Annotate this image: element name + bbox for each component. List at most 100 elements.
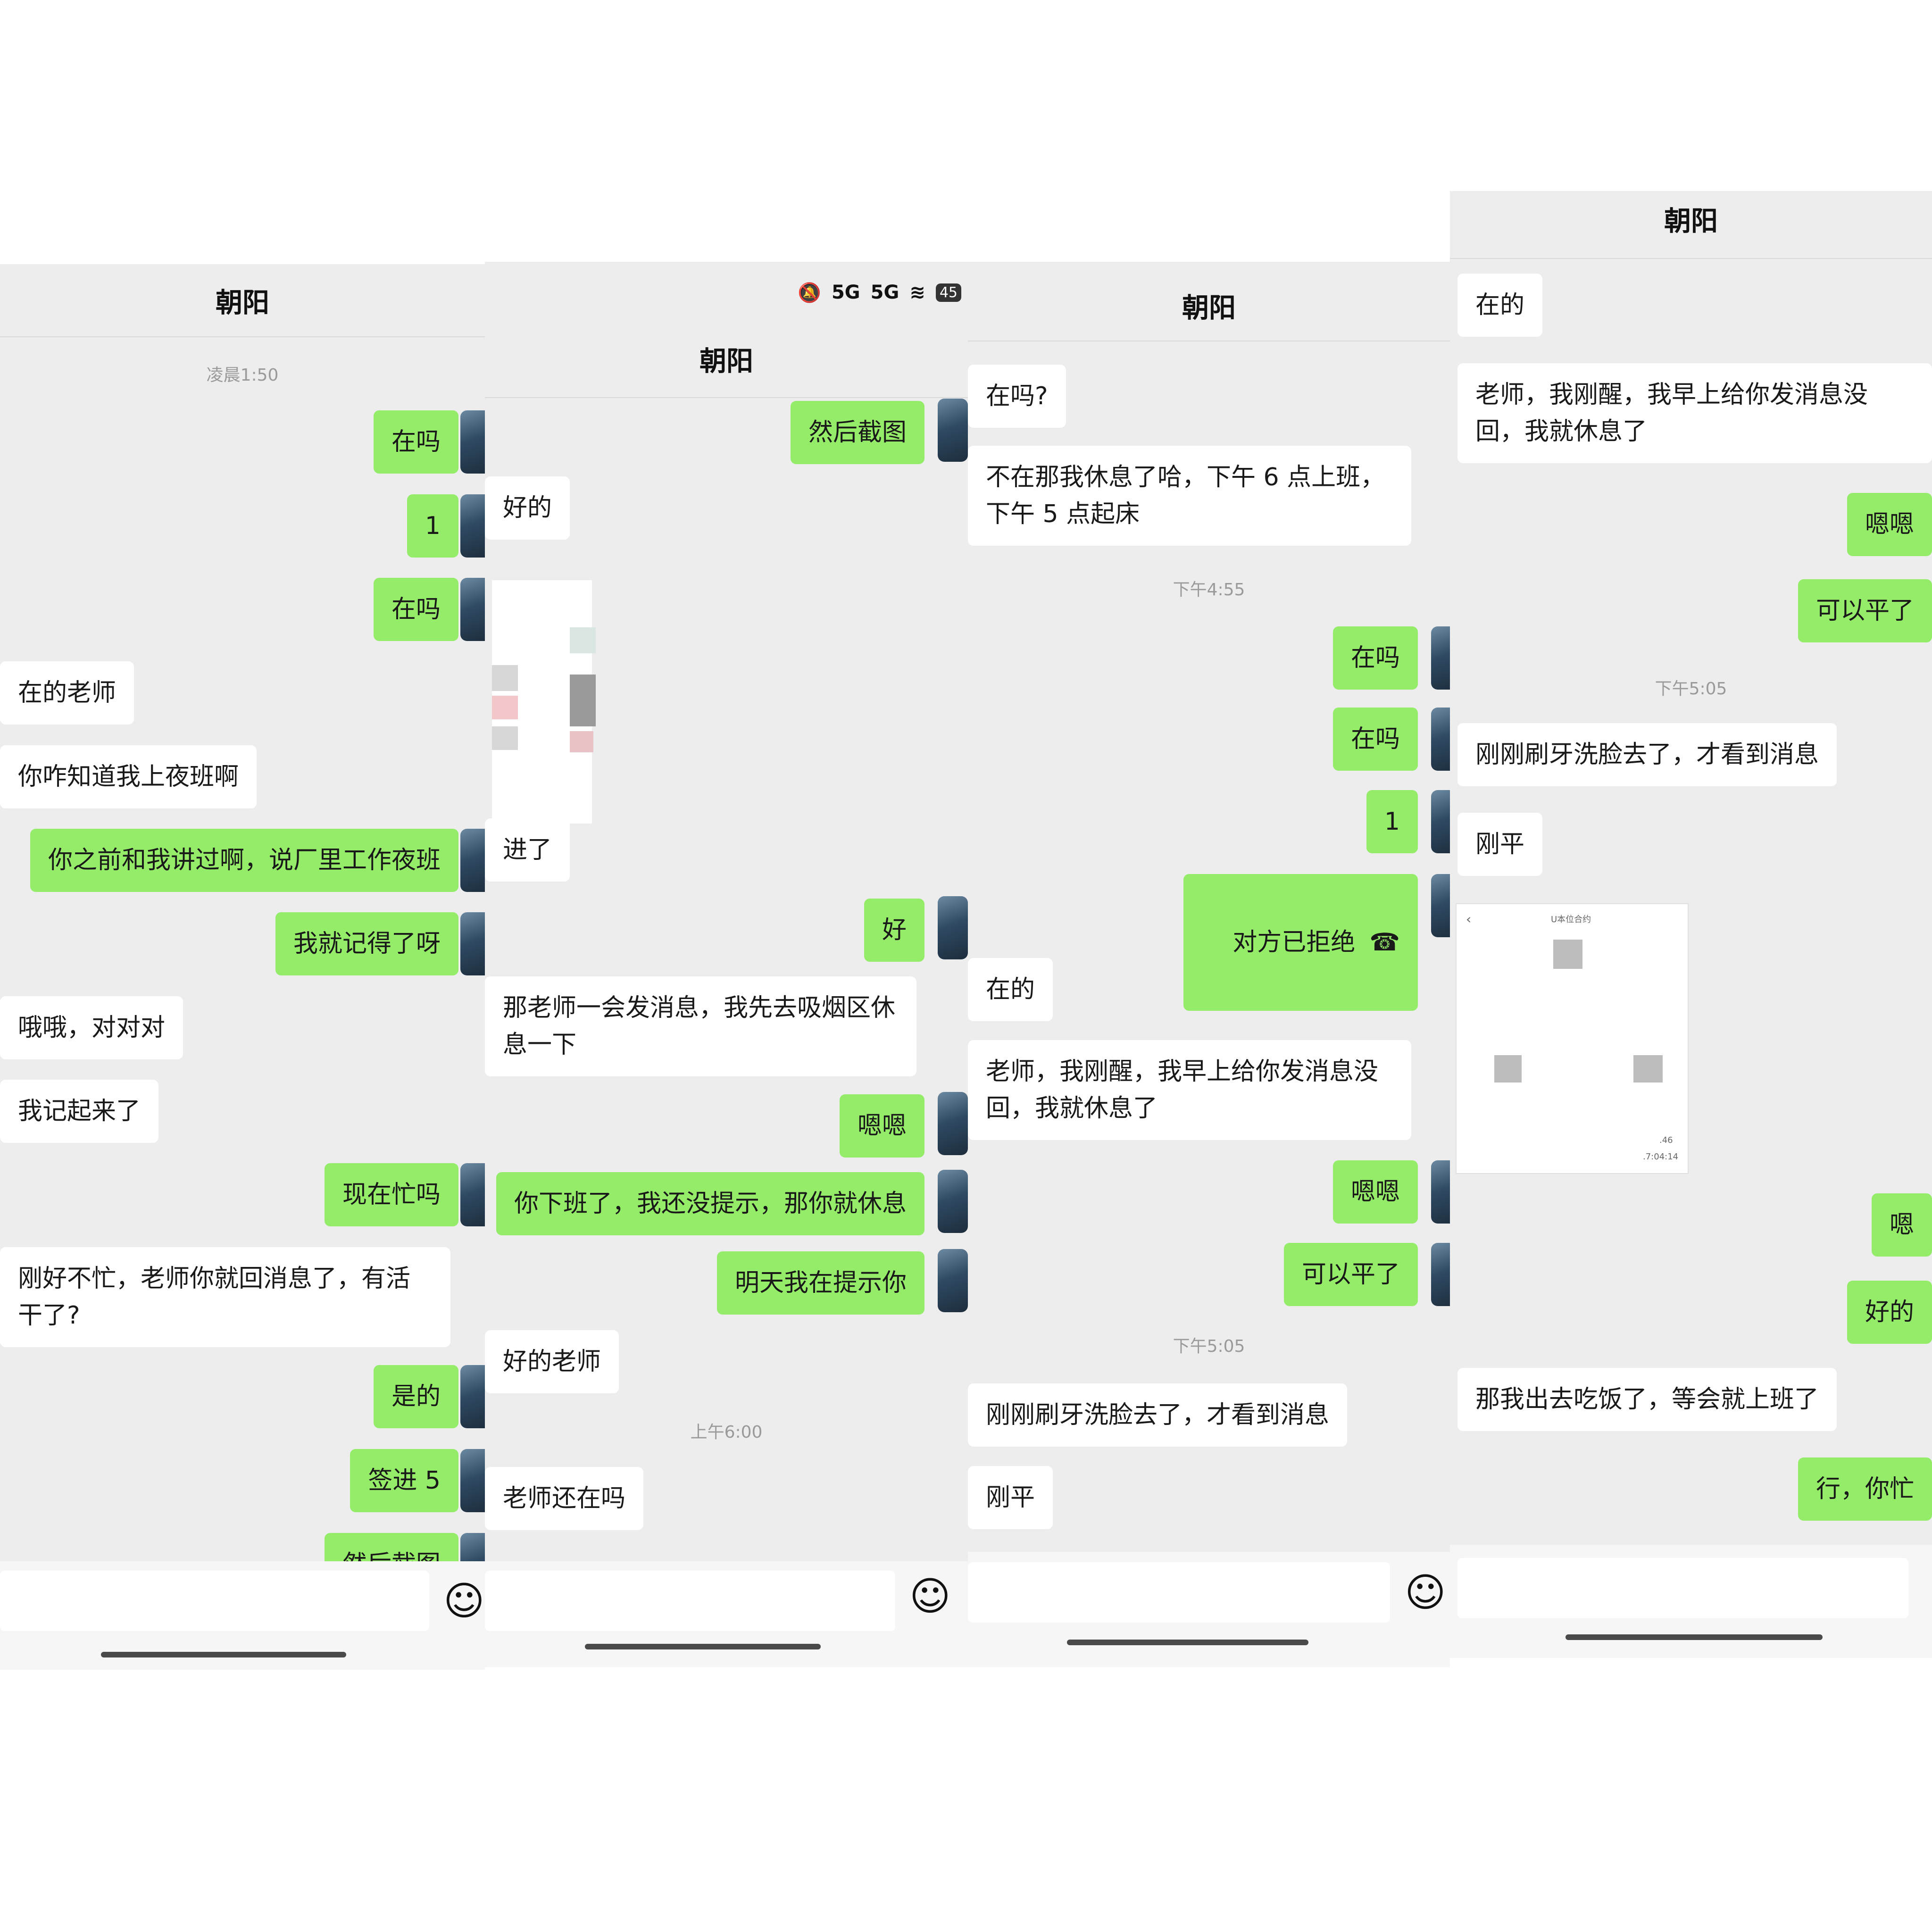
- message-bubble[interactable]: 老师，我刚醒，我早上给你发消息没 回，我就休息了: [1457, 363, 1932, 463]
- blurred-area: [492, 696, 518, 719]
- battery-icon: 45: [935, 283, 961, 302]
- message-bubble[interactable]: 老师还在吗: [485, 1467, 644, 1530]
- avatar[interactable]: [460, 410, 485, 474]
- message-bubble[interactable]: 在吗: [1332, 708, 1418, 771]
- message-bubble[interactable]: 签进 5: [350, 1449, 458, 1512]
- call-rejected-bubble[interactable]: 对方已拒绝 ☎: [1183, 874, 1418, 1011]
- back-icon: ‹: [1466, 911, 1472, 927]
- message-bubble[interactable]: 1: [1366, 790, 1418, 853]
- message-bubble[interactable]: 在的老师: [0, 661, 134, 724]
- message-bubble[interactable]: 嗯嗯: [1847, 493, 1932, 556]
- message-bubble[interactable]: 好的老师: [485, 1330, 619, 1393]
- input-bar: ☺: [485, 1561, 968, 1667]
- message-bubble[interactable]: 在吗: [373, 410, 458, 474]
- avatar[interactable]: [938, 1170, 968, 1233]
- blurred-area: [1553, 940, 1582, 969]
- home-indicator: [101, 1652, 346, 1657]
- avatar[interactable]: [1431, 874, 1450, 937]
- header-divider: [0, 336, 485, 337]
- message-bubble[interactable]: 刚刚刷牙洗脸去了，才看到消息: [968, 1383, 1348, 1447]
- avatar[interactable]: [460, 912, 485, 975]
- avatar[interactable]: [1431, 626, 1450, 690]
- message-bubble[interactable]: 好的: [485, 476, 570, 540]
- message-bubble[interactable]: 哦哦，对对对: [0, 996, 183, 1059]
- message-bubble[interactable]: 好: [864, 899, 924, 962]
- avatar[interactable]: [938, 1249, 968, 1312]
- avatar[interactable]: [460, 1365, 485, 1428]
- emoji-icon[interactable]: ☺: [909, 1573, 951, 1619]
- image-message[interactable]: [492, 580, 596, 824]
- avatar[interactable]: [460, 1449, 485, 1512]
- home-indicator: [1067, 1640, 1308, 1645]
- message-bubble[interactable]: 可以平了: [1283, 1243, 1418, 1306]
- message-bubble[interactable]: 进了: [485, 818, 570, 882]
- status-bar: 🔕 5G 5G ≋ 45: [485, 262, 968, 323]
- avatar[interactable]: [1431, 790, 1450, 853]
- message-bubble[interactable]: 我记起来了: [0, 1080, 159, 1143]
- blurred-area: [570, 627, 596, 653]
- message-bubble[interactable]: 嗯: [1871, 1193, 1932, 1257]
- message-bubble[interactable]: 现在忙吗: [324, 1163, 458, 1226]
- message-bubble[interactable]: 你之前和我讲过啊，说厂里工作夜班: [30, 829, 458, 892]
- chat-title: 朝阳: [1182, 292, 1236, 324]
- message-bubble[interactable]: 是的: [373, 1365, 458, 1428]
- message-bubble[interactable]: 在吗: [1332, 626, 1418, 690]
- message-bubble[interactable]: 刚平: [1457, 813, 1543, 876]
- phone-hangup-icon: ☎: [1369, 928, 1400, 957]
- blurred-area: [492, 665, 518, 691]
- input-bar: [1450, 1545, 1932, 1658]
- avatar[interactable]: [460, 578, 485, 641]
- message-bubble[interactable]: 你咋知道我上夜班啊: [0, 745, 257, 808]
- message-bubble[interactable]: 1: [407, 494, 458, 558]
- message-bubble[interactable]: 刚平: [968, 1466, 1053, 1529]
- message-bubble[interactable]: 那老师一会发消息，我先去吸烟区休 息一下: [485, 976, 916, 1076]
- message-bubble[interactable]: 那我出去吃饭了，等会就上班了: [1457, 1368, 1837, 1431]
- avatar[interactable]: [1431, 708, 1450, 771]
- message-input[interactable]: [485, 1571, 895, 1631]
- message-bubble[interactable]: 在的: [1457, 274, 1543, 337]
- message-bubble[interactable]: 在吗: [373, 578, 458, 641]
- avatar[interactable]: [460, 829, 485, 892]
- 5g-signal-icon: 5G: [870, 282, 899, 303]
- message-bubble[interactable]: 刚刚刷牙洗脸去了，才看到消息: [1457, 723, 1837, 786]
- avatar[interactable]: [938, 399, 968, 462]
- message-input[interactable]: [0, 1571, 429, 1631]
- message-bubble[interactable]: 在吗?: [968, 365, 1066, 428]
- message-bubble[interactable]: 可以平了: [1798, 579, 1932, 642]
- avatar[interactable]: [460, 494, 485, 558]
- message-bubble[interactable]: 明天我在提示你: [716, 1251, 924, 1315]
- message-bubble[interactable]: 刚好不忙，老师你就回消息了，有活 干了?: [0, 1247, 450, 1347]
- image-message[interactable]: ‹ U本位合约 .46 .7:04:14: [1456, 903, 1689, 1174]
- message-bubble[interactable]: 我就记得了呀: [275, 912, 458, 975]
- timestamp: 凌晨1:50: [206, 366, 279, 385]
- message-input[interactable]: [1457, 1558, 1908, 1618]
- message-bubble[interactable]: 然后截图: [790, 401, 924, 464]
- message-bubble[interactable]: 老师，我刚醒，我早上给你发消息没 回，我就休息了: [968, 1040, 1411, 1140]
- message-bubble[interactable]: 在的: [968, 958, 1053, 1021]
- chat-panel-4: 朝阳 在的 老师，我刚醒，我早上给你发消息没 回，我就休息了 嗯嗯 可以平了 下…: [1450, 191, 1932, 1658]
- timestamp: 下午4:55: [1173, 580, 1245, 600]
- message-bubble[interactable]: 好的: [1847, 1281, 1932, 1344]
- message-bubble[interactable]: 行，你忙: [1798, 1457, 1932, 1521]
- image-number: .46: [1659, 1135, 1673, 1145]
- call-status-text: 对方已拒绝: [1232, 928, 1356, 957]
- avatar[interactable]: [938, 1092, 968, 1155]
- message-bubble[interactable]: 不在那我休息了哈，下午 6 点上班， 下午 5 点起床: [968, 446, 1411, 546]
- avatar[interactable]: [1431, 1160, 1450, 1224]
- chat-panel-2: 🔕 5G 5G ≋ 45 朝阳 然后截图 好的 进了 好 那老师一会发消息，我先…: [485, 262, 968, 1667]
- emoji-icon[interactable]: ☺: [1405, 1569, 1446, 1616]
- message-bubble[interactable]: 嗯嗯: [1332, 1160, 1418, 1224]
- avatar[interactable]: [460, 1163, 485, 1226]
- avatar[interactable]: [938, 896, 968, 959]
- blurred-area: [570, 731, 593, 752]
- timestamp: 下午5:05: [1655, 679, 1727, 699]
- message-bubble[interactable]: 你下班了，我还没提示，那你就休息: [496, 1172, 924, 1235]
- wifi-icon: ≋: [909, 282, 925, 303]
- header-divider: [485, 397, 968, 398]
- timestamp: 上午6:00: [690, 1423, 763, 1442]
- avatar[interactable]: [1431, 1243, 1450, 1306]
- message-bubble[interactable]: 嗯嗯: [839, 1094, 924, 1158]
- image-caption: U本位合约: [1551, 915, 1591, 924]
- message-input[interactable]: [968, 1562, 1390, 1623]
- emoji-icon[interactable]: ☺: [443, 1578, 485, 1624]
